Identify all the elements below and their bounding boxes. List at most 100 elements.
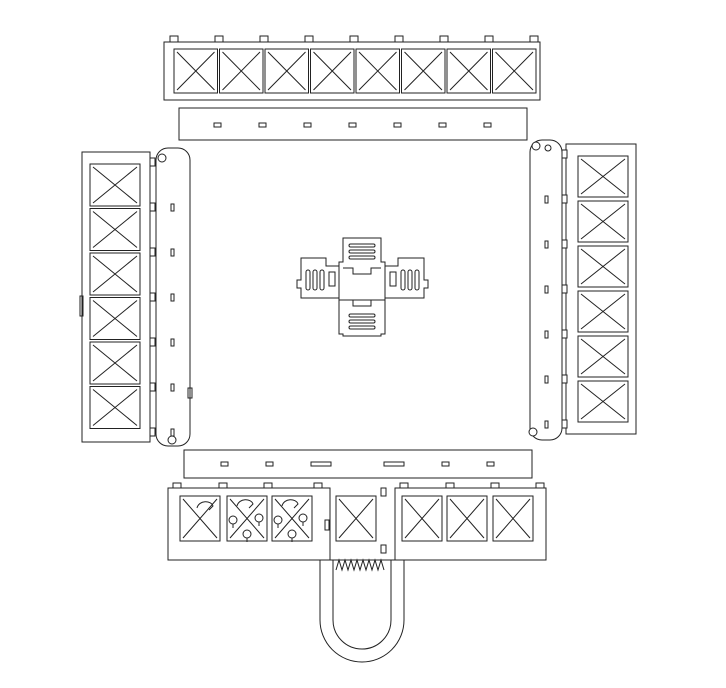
truss-panel: [401, 48, 446, 94]
truss-panel: [310, 48, 355, 94]
truss-tab: [561, 419, 568, 429]
strip-slot: [258, 122, 267, 128]
top-truss: [163, 35, 541, 101]
truss-panel: [577, 335, 629, 378]
hook-cut: [196, 501, 214, 511]
side-slot: [170, 248, 175, 257]
bottom-slotted-strip: [183, 449, 533, 479]
truss-panel: [89, 341, 141, 385]
truss-tab: [218, 482, 228, 489]
side-slot: [544, 195, 549, 204]
truss-tab: [561, 239, 568, 249]
strip-slot: [486, 461, 495, 467]
truss-tab: [561, 374, 568, 384]
peg-cut: [287, 529, 297, 542]
truss-tab: [445, 482, 455, 489]
truss-tab: [149, 382, 156, 392]
truss-panel: [89, 297, 141, 340]
side-slot: [170, 428, 175, 437]
truss-panel: [173, 48, 218, 94]
truss-tab: [490, 482, 500, 489]
truss-panel: [401, 495, 443, 542]
side-slot: [170, 383, 175, 392]
truss-tab: [214, 35, 224, 43]
truss-tab: [169, 35, 179, 43]
strip-slot: [483, 122, 492, 128]
strip-slot: [441, 461, 450, 467]
strip-slot: [310, 461, 332, 467]
truss-tab: [561, 284, 568, 294]
truss-tab: [263, 482, 273, 489]
truss-tab: [561, 194, 568, 204]
side-slot: [544, 420, 549, 429]
peg-cut: [242, 529, 252, 542]
hanger-teeth: [335, 558, 385, 572]
truss-panel: [89, 252, 141, 296]
truss-panel: [219, 48, 264, 94]
strip-slot: [220, 461, 229, 467]
truss-tab: [561, 329, 568, 339]
truss-tab: [149, 292, 156, 302]
truss-tab: [149, 427, 156, 437]
strip-slot: [393, 122, 402, 128]
bottom-truss: [167, 482, 547, 663]
truss-tab: [172, 482, 182, 489]
strip-slot: [438, 122, 447, 128]
peg-cut: [273, 515, 283, 528]
truss-panel: [179, 495, 221, 542]
truss-panel: [446, 48, 491, 94]
truss-tab: [529, 35, 539, 43]
peg-cut: [298, 513, 308, 526]
hook-cut: [281, 499, 299, 509]
truss-panel: [577, 245, 629, 288]
truss-tab: [313, 482, 323, 489]
left-side-panel: [155, 147, 193, 447]
side-slot: [544, 240, 549, 249]
truss-tab: [394, 35, 404, 43]
strip-slot: [348, 122, 357, 128]
side-slot: [544, 375, 549, 384]
truss-panel: [264, 48, 309, 94]
side-slot: [544, 285, 549, 294]
side-slot: [544, 330, 549, 339]
truss-panel: [492, 495, 534, 542]
truss-panel: [89, 208, 141, 251]
truss-panel: [577, 380, 629, 423]
truss-tab: [304, 35, 314, 43]
truss-panel: [446, 495, 488, 542]
right-truss: [561, 143, 637, 435]
truss-tab: [149, 202, 156, 212]
truss-panel: [89, 163, 141, 207]
left-truss: [79, 151, 156, 443]
side-slot: [170, 203, 175, 212]
hook-cut: [236, 499, 254, 509]
truss-panel: [577, 155, 629, 198]
truss-tab: [535, 482, 545, 489]
side-slot: [170, 338, 175, 347]
truss-panel: [355, 48, 400, 94]
truss-panel: [577, 200, 629, 243]
strip-slot: [383, 461, 405, 467]
truss-panel: [89, 386, 141, 429]
truss-tab: [149, 247, 156, 257]
top-slotted-strip: [178, 107, 528, 141]
truss-tab: [439, 35, 449, 43]
side-slot: [170, 293, 175, 302]
truss-tab: [149, 337, 156, 347]
truss-tab: [259, 35, 269, 43]
strip-slot: [265, 461, 274, 467]
peg-cut: [254, 513, 264, 526]
truss-tab: [561, 149, 568, 159]
center-cross-connector: [296, 237, 429, 337]
truss-tab: [399, 482, 409, 489]
peg-cut: [228, 515, 238, 528]
strip-slot: [303, 122, 312, 128]
truss-tab: [149, 157, 156, 167]
truss-tab: [349, 35, 359, 43]
truss-panel: [577, 290, 629, 333]
right-side-panel: [528, 139, 563, 441]
truss-tab: [484, 35, 494, 43]
truss-panel: [335, 495, 377, 542]
